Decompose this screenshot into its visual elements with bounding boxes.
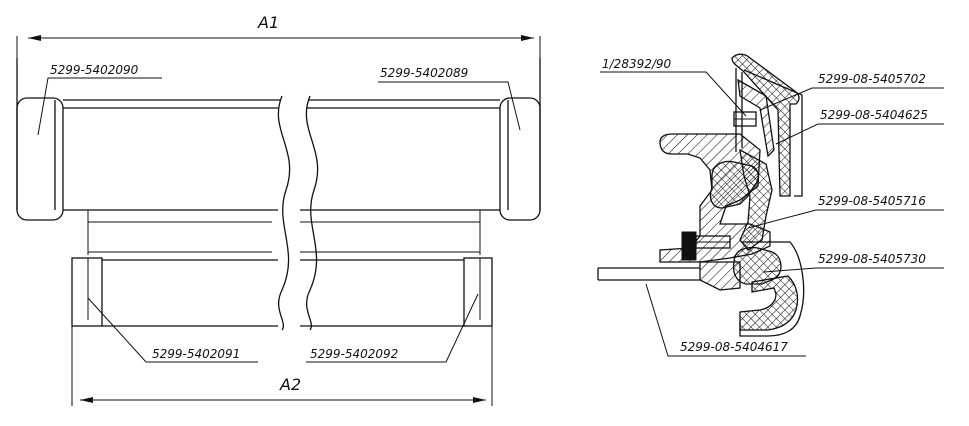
section-view: 1/28392/90 5299-08-5405702 5299-08-54046… xyxy=(597,53,944,357)
label-section-r2: 5299-08-5404625 xyxy=(820,108,928,122)
break-lines xyxy=(277,95,319,331)
leader-section-top-left: 1/28392/90 xyxy=(600,57,747,117)
label-top-right: 5299-5402089 xyxy=(380,66,468,80)
leader-section-r4: 5299-08-5405730 xyxy=(763,252,944,273)
floor-panel xyxy=(597,261,741,291)
leader-bottom-right: 5299-5402092 xyxy=(306,293,479,363)
dimension-a2: A2 xyxy=(71,326,493,406)
dimension-a1: A1 xyxy=(16,13,541,58)
leader-top-right: 5299-5402089 xyxy=(378,66,521,131)
leader-section-bottom: 5299-08-5404617 xyxy=(645,283,806,357)
right-end-cap xyxy=(499,97,541,221)
left-end-cap xyxy=(16,97,64,221)
leader-section-r1: 5299-08-5405702 xyxy=(759,72,944,111)
label-section-r3: 5299-08-5405716 xyxy=(818,194,926,208)
upper-trim-strip xyxy=(731,53,800,197)
label-section-top-left: 1/28392/90 xyxy=(602,57,672,71)
front-view: A1 xyxy=(16,13,541,406)
lower-trim-strip xyxy=(739,275,799,331)
leader-section-r2: 5299-08-5404625 xyxy=(775,108,944,145)
dimension-a2-label: A2 xyxy=(279,375,301,394)
upper-clip xyxy=(737,78,775,158)
lower-right-cap xyxy=(463,257,493,327)
clip-nut xyxy=(681,231,697,261)
dimension-a1-label: A1 xyxy=(257,13,279,32)
lower-left-cap xyxy=(71,257,103,327)
label-bottom-left: 5299-5402091 xyxy=(152,347,240,361)
label-section-r1: 5299-08-5405702 xyxy=(818,72,926,86)
leader-top-left: 5299-5402090 xyxy=(37,63,162,136)
leader-bottom-left: 5299-5402091 xyxy=(87,297,258,363)
label-top-left: 5299-5402090 xyxy=(50,63,139,77)
label-bottom-right: 5299-5402092 xyxy=(310,347,398,361)
upper-panel xyxy=(16,58,541,255)
label-section-r4: 5299-08-5405730 xyxy=(818,252,926,266)
label-section-bottom: 5299-08-5404617 xyxy=(680,340,788,354)
lower-panel xyxy=(71,257,493,327)
leader-section-r3: 5299-08-5405716 xyxy=(747,194,944,229)
